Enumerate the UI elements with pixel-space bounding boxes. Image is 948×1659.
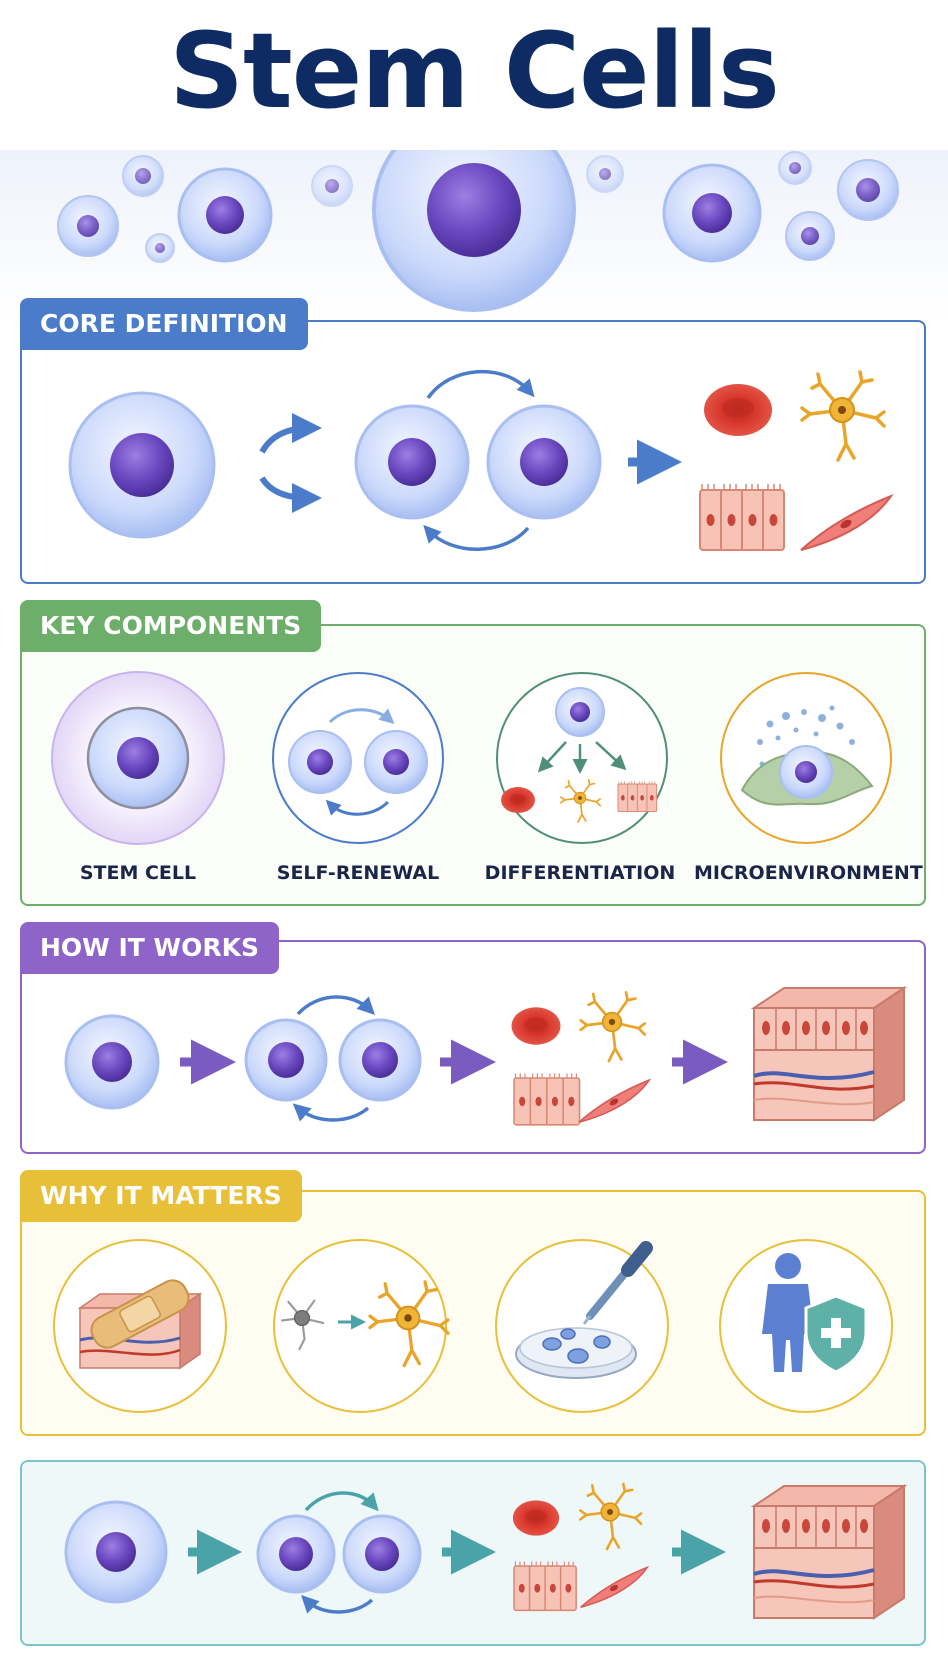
- why-health-protection-icon: [719, 1239, 893, 1413]
- hero-cell-icon: [837, 159, 899, 221]
- how-neuron-icon: [579, 990, 647, 1063]
- summary-neuron-icon: [579, 1482, 643, 1551]
- hero-cell-icon: [57, 195, 119, 257]
- muscle-cell-icon: [800, 495, 892, 551]
- hero-cell-icon: [122, 155, 164, 197]
- how-stem-cell-icon: [64, 1014, 160, 1110]
- why-cell-culture-icon: [495, 1239, 669, 1413]
- component-differentiation-icon: [496, 672, 668, 844]
- hero-large-cell-icon: [372, 150, 576, 312]
- hero-cell-icon: [586, 155, 624, 193]
- how-muscle-cell-icon: [578, 1079, 650, 1124]
- page-title: Stem Cells: [169, 10, 780, 132]
- core-stem-cell-icon: [68, 391, 216, 539]
- core-split-arrows-icon: [259, 413, 322, 513]
- hero-cell-icon: [177, 167, 273, 263]
- hero-cell-icon: [778, 151, 812, 185]
- component-stem-cell-icon: [51, 671, 225, 845]
- component-label-differentiation: DIFFERENTIATION: [484, 862, 676, 884]
- how-epithelial-cells-icon: [513, 1072, 581, 1126]
- core-definition-tab: CORE DEFINITION: [20, 298, 308, 350]
- component-self-renewal-icon: [272, 672, 444, 844]
- red-blood-cell-icon: [704, 384, 772, 436]
- hero-cell-icon: [145, 233, 175, 263]
- why-it-matters-tab: WHY IT MATTERS: [20, 1170, 302, 1222]
- summary-muscle-cell-icon: [579, 1566, 649, 1608]
- why-neuron-regeneration-icon: [273, 1239, 450, 1413]
- component-label-self-renewal: SELF-RENEWAL: [276, 862, 440, 884]
- summary-stem-cell-icon: [64, 1500, 168, 1604]
- core-daughter-cell-icon: [354, 404, 470, 520]
- component-microenvironment-icon: [720, 672, 892, 844]
- how-self-renewal-icon: [244, 995, 422, 1122]
- component-label-microenvironment: MICROENVIRONMENT: [694, 862, 923, 884]
- how-it-works-tab: HOW IT WORKS: [20, 922, 279, 974]
- core-daughter-cell-icon: [486, 404, 602, 520]
- summary-self-renewal-icon: [256, 1491, 422, 1614]
- key-components-tab: KEY COMPONENTS: [20, 600, 322, 652]
- summary-epithelial-cells-icon: [513, 1560, 577, 1612]
- hero-cell-banner: [0, 150, 948, 320]
- core-renewal-cycle-arrows-icon: [423, 370, 535, 551]
- component-label-stem-cell: STEM CELL: [79, 862, 197, 884]
- why-tissue-repair-icon: [53, 1239, 227, 1413]
- hero-cell-icon: [662, 163, 762, 263]
- how-tissue-block-icon: [752, 986, 906, 1122]
- neuron-icon: [800, 370, 886, 462]
- epithelial-cells-icon: [699, 483, 785, 551]
- how-red-blood-cell-icon: [511, 1007, 561, 1045]
- hero-cell-icon: [311, 165, 353, 207]
- summary-red-blood-cell-icon: [512, 1500, 560, 1536]
- hero-cell-icon: [785, 211, 835, 261]
- summary-tissue-block-icon: [752, 1484, 906, 1620]
